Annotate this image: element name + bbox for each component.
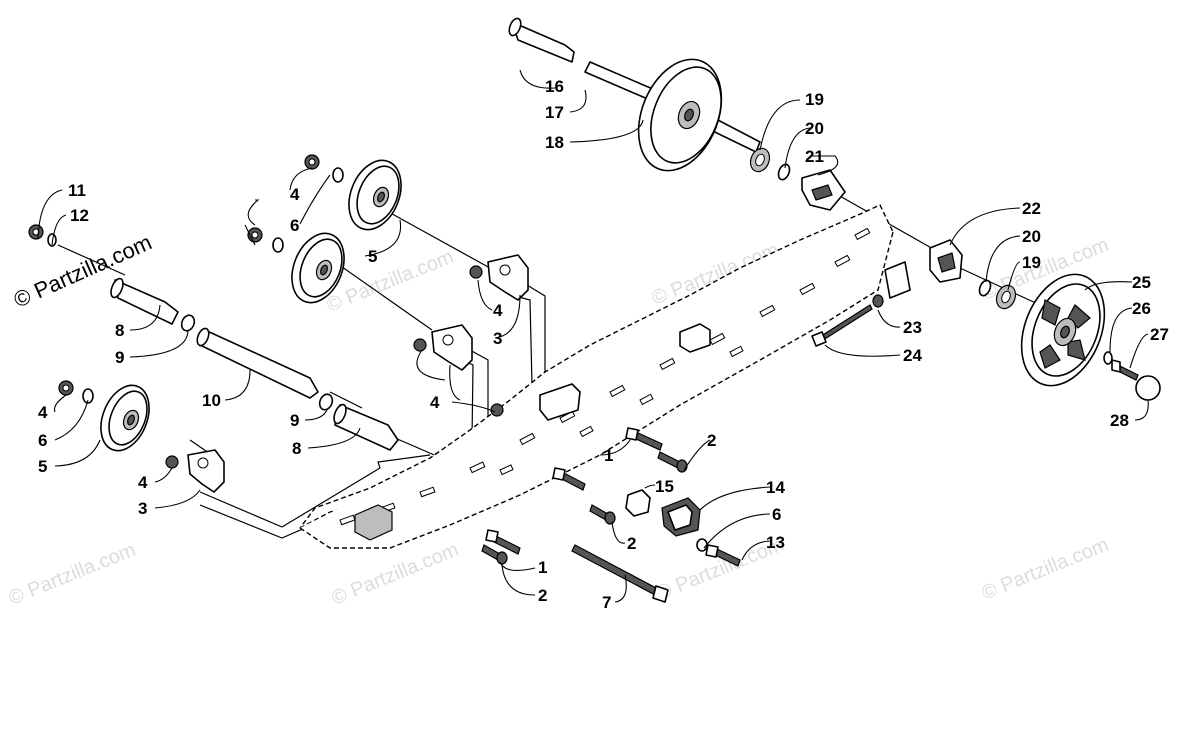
- callout-4: 4: [430, 393, 440, 412]
- callout-7: 7: [602, 593, 611, 612]
- part-7-bolt: [571, 544, 661, 597]
- part-25-wheel: [1020, 273, 1106, 387]
- callout-15: 15: [655, 477, 674, 496]
- callout-6: 6: [772, 505, 781, 524]
- part-4-nut: [469, 265, 483, 279]
- callout-8: 8: [292, 439, 301, 458]
- callout-1: 1: [538, 558, 547, 577]
- callout-2: 2: [707, 431, 716, 450]
- callout-labels: 16 17 18 19 20 21 22 20 19 25 26 27 28 2…: [38, 77, 1169, 612]
- watermark: © Partzilla.com: [6, 539, 139, 610]
- frame-brace: [884, 261, 911, 299]
- callout-16: 16: [545, 77, 564, 96]
- leader-lines: [37, 69, 1149, 603]
- callout-4: 4: [38, 403, 48, 422]
- callout-12: 12: [70, 206, 89, 225]
- callout-14: 14: [766, 478, 785, 497]
- part-3-bracket: [487, 254, 529, 301]
- part-9-washer: [318, 393, 334, 411]
- frame-brace: [679, 323, 711, 353]
- callout-20: 20: [1022, 227, 1041, 246]
- part-6-washer: [332, 167, 344, 183]
- part-1-bolt: [633, 431, 663, 451]
- part-23-nut: [872, 294, 884, 308]
- callout-10: 10: [202, 391, 221, 410]
- part-28-cap: [1135, 375, 1161, 401]
- part-6-washer: [696, 538, 708, 552]
- part-4-nut: [490, 403, 504, 417]
- part-3-bracket: [187, 449, 225, 493]
- callout-19: 19: [805, 90, 824, 109]
- callout-4: 4: [493, 301, 503, 320]
- part-20-ring: [777, 163, 791, 181]
- part-8-spacer: [114, 279, 179, 325]
- frame-rail: [299, 204, 911, 549]
- part-4-nut: [165, 455, 179, 469]
- frame-brace: [539, 383, 581, 421]
- callout-13: 13: [766, 533, 785, 552]
- callout-5: 5: [38, 457, 47, 476]
- callout-9: 9: [290, 411, 299, 430]
- callout-3: 3: [493, 329, 502, 348]
- watermark: © Partzilla.com: [979, 534, 1112, 605]
- rail-end-block: [354, 504, 393, 541]
- part-6-washer: [82, 388, 94, 404]
- callout-6: 6: [290, 216, 299, 235]
- callout-19: 19: [1022, 253, 1041, 272]
- callout-20: 20: [805, 119, 824, 138]
- callout-4: 4: [290, 185, 300, 204]
- part-15-spacer: [625, 489, 651, 517]
- callout-22: 22: [1022, 199, 1041, 218]
- callout-17: 17: [545, 103, 564, 122]
- part-9-washer: [180, 314, 196, 332]
- part-5-idler-wheel-upper: [348, 159, 402, 231]
- callout-21: 21: [805, 147, 824, 166]
- rear-axle-assembly: [508, 17, 761, 172]
- callout-18: 18: [545, 133, 564, 152]
- callout-9: 9: [115, 348, 124, 367]
- callout-25: 25: [1132, 273, 1151, 292]
- part-12-washer: [47, 233, 57, 247]
- callout-27: 27: [1150, 325, 1169, 344]
- callout-24: 24: [903, 346, 922, 365]
- part-10-shaft: [199, 329, 319, 399]
- part-20-ring: [978, 279, 992, 297]
- watermark: © Partzilla.com: [329, 539, 462, 610]
- part-17-axle: [584, 61, 656, 101]
- callout-2: 2: [627, 534, 636, 553]
- callout-6: 6: [38, 431, 47, 450]
- callout-11: 11: [68, 181, 86, 200]
- callout-8: 8: [115, 321, 124, 340]
- callout-3: 3: [138, 499, 147, 518]
- part-16-spacer: [511, 21, 575, 63]
- callout-23: 23: [903, 318, 922, 337]
- callout-26: 26: [1132, 299, 1151, 318]
- part-3-bracket: [431, 324, 473, 371]
- callout-1: 1: [604, 446, 613, 465]
- callout-2: 2: [538, 586, 547, 605]
- callout-4: 4: [138, 473, 148, 492]
- callout-28: 28: [1110, 411, 1129, 430]
- callout-5: 5: [368, 247, 377, 266]
- part-5-idler-wheel-middle: [291, 232, 345, 304]
- part-6-washer: [272, 237, 284, 253]
- part-5-idler-wheel-lower: [100, 384, 150, 452]
- part-26-washer: [1103, 351, 1113, 365]
- part-4-nut: [413, 338, 427, 352]
